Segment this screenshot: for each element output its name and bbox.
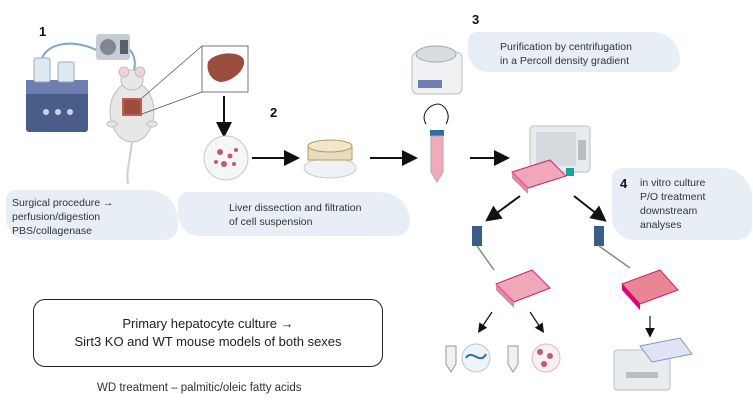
culture-line-4: analyses [640, 219, 682, 231]
surgical-line-1: Surgical procedure → [12, 197, 114, 209]
box-line-2: Sirt3 KO and WT mouse models of both sex… [74, 334, 342, 349]
surgical-line-2: perfusion/digestion [12, 211, 101, 223]
well-plate-icon [495, 269, 551, 308]
pipette-icon [472, 226, 495, 271]
surgical-label: Surgical procedure → perfusion/digestion… [12, 196, 114, 238]
dissection-line-1: Liver dissection and filtration [229, 202, 362, 214]
microcentrifuge-tube-icon [445, 343, 491, 373]
dissection-label: Liver dissection and filtration of cell … [229, 201, 362, 229]
culture-line-2: P/O treatment [640, 191, 706, 203]
label-wash-culture [612, 168, 752, 240]
well-plate-icon [511, 159, 574, 194]
petri-dish-icon [203, 135, 249, 181]
incubator-icon [529, 125, 591, 173]
purification-line-1: Purification by centrifugation [500, 41, 632, 53]
liver-icon [201, 45, 249, 93]
step-number-1: 1 [39, 24, 47, 39]
step-number-2: 2 [270, 105, 278, 120]
culture-line-1: in vitro culture [640, 177, 706, 189]
surgical-line-3: PBS/collagenase [12, 225, 92, 237]
centrifuge-icon [411, 45, 463, 95]
step-number-4: 4 [620, 176, 628, 191]
well-plate-icon [621, 269, 679, 310]
culture-label: in vitro culture P/O treatment downstrea… [640, 176, 705, 232]
label-wash-purification [468, 32, 680, 72]
purification-label: Purification by centrifugation in a Perc… [500, 40, 632, 68]
dissection-line-2: of cell suspension [229, 216, 313, 228]
label-wash-dissection [178, 192, 410, 236]
hepatocyte-culture-box: Primary hepatocyte culture → Sirt3 KO an… [33, 299, 383, 367]
falcon-tube-icon [430, 130, 444, 183]
culture-line-3: downstream [640, 205, 698, 217]
plate-reader-icon [613, 337, 693, 391]
purification-line-2: in a Percoll density gradient [500, 55, 629, 67]
microcentrifuge-tube-icon [507, 343, 561, 373]
cell-strainer-icon [303, 139, 357, 179]
box-line-1: Primary hepatocyte culture → [122, 316, 294, 331]
peristaltic-pump-icon [96, 34, 136, 89]
mouse-icon [106, 66, 158, 185]
pipette-icon [594, 226, 631, 269]
step-number-3: 3 [472, 12, 480, 27]
water-bath-icon [26, 42, 101, 132]
label-wash-surgical [6, 190, 178, 240]
footer-text: WD treatment – palmitic/oleic fatty acid… [97, 382, 302, 394]
